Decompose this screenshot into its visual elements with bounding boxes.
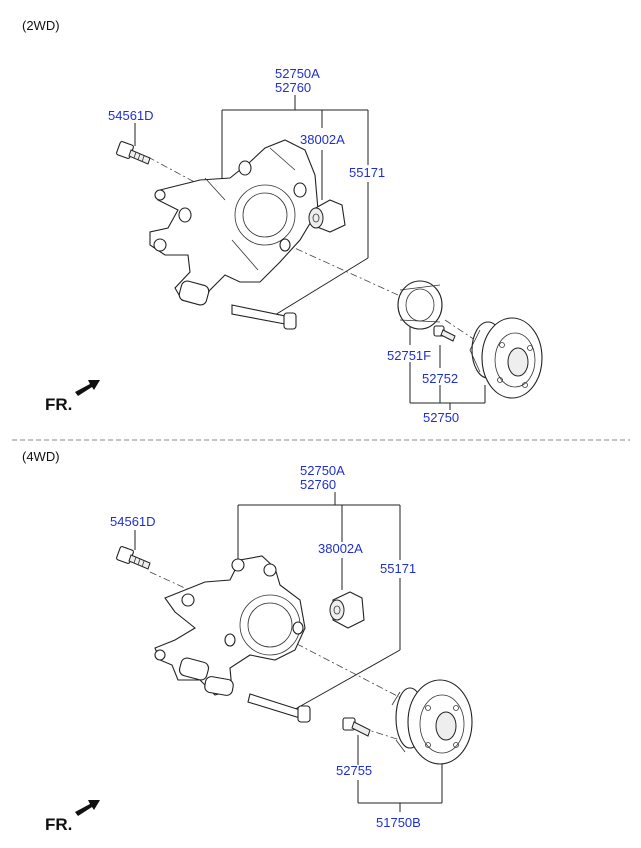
label-55171: 55171 [349,165,385,180]
section-heading-4wd: (4WD) [22,449,60,464]
label-52760: 52760 [275,80,311,95]
knuckle-part [154,555,306,696]
bolt-part [116,141,151,165]
label-52750a: 52750A [300,463,345,478]
axis-line [147,156,201,186]
hub-cover-part [397,280,443,330]
label-38002a: 38002A [300,132,345,147]
front-arrow-icon [75,800,100,816]
section-2wd: (2WD) [22,18,543,425]
section-heading-2wd: (2WD) [22,18,60,33]
label-55171: 55171 [380,561,416,576]
front-label: FR. [45,815,72,834]
label-52755: 52755 [336,763,372,778]
hub-assembly-part [469,317,543,399]
label-54561d: 54561D [108,108,154,123]
bolt-part [116,546,151,570]
leader-lines-4wd [134,492,443,812]
hub-assembly-part [391,679,473,765]
hub-bolt-part [433,325,456,342]
knuckle-part [149,139,319,306]
section-4wd: (4WD) [22,449,473,834]
bushing-part [329,591,365,629]
front-arrow-icon [75,380,100,396]
label-52750: 52750 [423,410,459,425]
label-38002a: 38002A [318,541,363,556]
leader-lines-2wd [134,95,486,410]
label-52751f: 52751F [387,348,431,363]
label-54561d: 54561D [110,514,156,529]
front-direction-marker: FR. [45,800,100,834]
pin-part [247,693,311,723]
label-52752: 52752 [422,371,458,386]
label-52750a: 52750A [275,66,320,81]
front-direction-marker: FR. [45,380,100,414]
bushing-part [308,199,346,233]
front-label: FR. [45,395,72,414]
hub-bolt-part [342,717,371,737]
label-51750b: 51750B [376,815,421,830]
label-52760: 52760 [300,477,336,492]
pin-part [231,304,297,330]
